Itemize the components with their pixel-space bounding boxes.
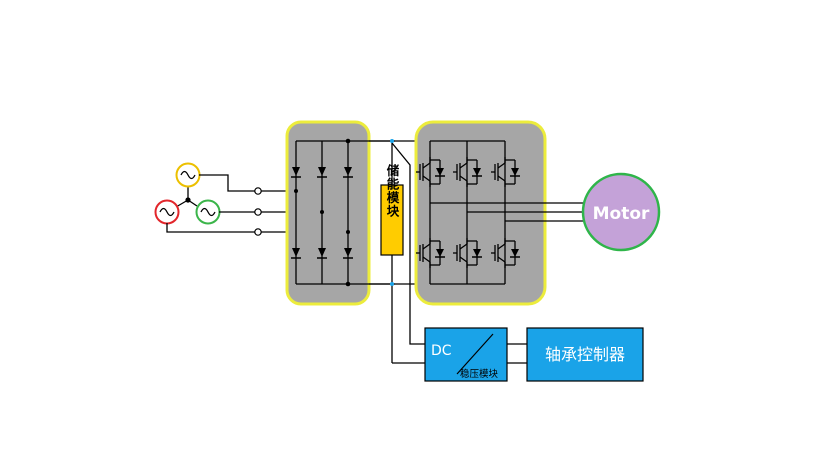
energy-module-label: 储能模块	[385, 163, 400, 218]
ac-source-group	[154, 162, 348, 236]
rectifier-block	[285, 120, 395, 306]
motor-label: Motor	[593, 204, 650, 224]
dc-bus	[369, 140, 430, 364]
ac-source-red	[154, 199, 180, 225]
energy-storage-module: 储能模块	[380, 163, 404, 256]
ac-source-yellow	[175, 162, 201, 188]
dc-regulator-module: DC 稳压模块	[424, 327, 508, 382]
input-terminals	[254, 187, 262, 236]
motor: Motor	[581, 172, 661, 252]
ac-source-green	[195, 199, 221, 225]
inverter-block	[414, 120, 588, 306]
regulator-label: 稳压模块	[460, 368, 499, 380]
dc-label: DC	[431, 343, 452, 359]
bearing-controller-label: 轴承控制器	[545, 345, 625, 364]
bearing-controller: 轴承控制器	[526, 327, 644, 382]
